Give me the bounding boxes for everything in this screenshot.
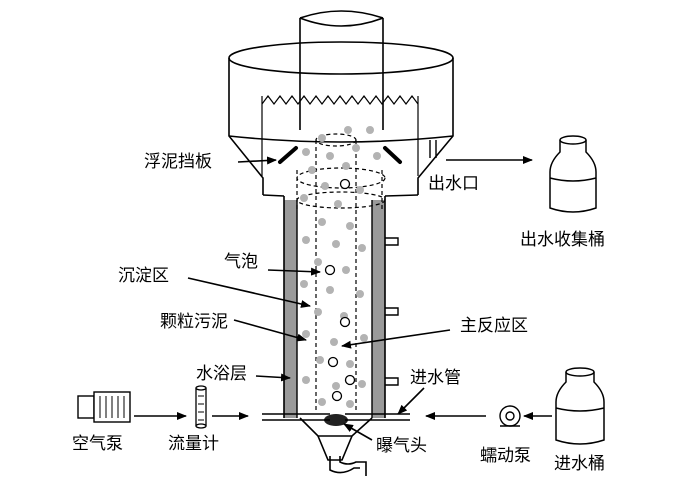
label-scum-baffle: 浮泥挡板 (144, 152, 212, 172)
label-aeration-head: 曝气头 (376, 436, 427, 456)
label-water-outlet: 出水口 (428, 174, 479, 194)
water-bath-left (284, 200, 297, 418)
air-pump-icon (77, 391, 131, 423)
label-bubble: 气泡 (224, 252, 258, 272)
gas-outlet-pipe (299, 10, 384, 130)
influent-bucket-icon (555, 367, 605, 445)
label-effluent-bucket: 出水收集桶 (520, 230, 605, 250)
effluent-bucket-icon (549, 135, 597, 213)
aeration-head-shape (324, 414, 348, 426)
bottom-drain (299, 417, 373, 476)
outlet-pipe (429, 140, 437, 158)
sludge-particles (300, 126, 381, 408)
label-granular-sludge: 颗粒污泥 (160, 312, 228, 332)
settling-bowl (228, 41, 454, 195)
label-peristaltic-pump: 蠕动泵 (480, 446, 531, 466)
label-pointers (187, 156, 451, 441)
flow-meter-icon (195, 385, 207, 429)
label-settling-zone: 沉淀区 (118, 266, 169, 286)
water-bath-right (372, 200, 385, 418)
label-flow-meter: 流量计 (168, 434, 219, 454)
label-influent-bucket: 进水桶 (554, 454, 605, 474)
label-main-reaction-zone: 主反应区 (460, 316, 528, 336)
scum-baffles (278, 146, 402, 164)
flow-arrows (134, 156, 552, 420)
label-water-bath-layer: 水浴层 (196, 364, 247, 384)
bubbles (324, 178, 356, 402)
label-air-pump: 空气泵 (72, 434, 123, 454)
water-bath-ports (385, 237, 399, 386)
peristaltic-pump-icon (499, 405, 521, 427)
label-inlet-pipe: 进水管 (410, 368, 461, 388)
reactor-column (262, 133, 419, 418)
